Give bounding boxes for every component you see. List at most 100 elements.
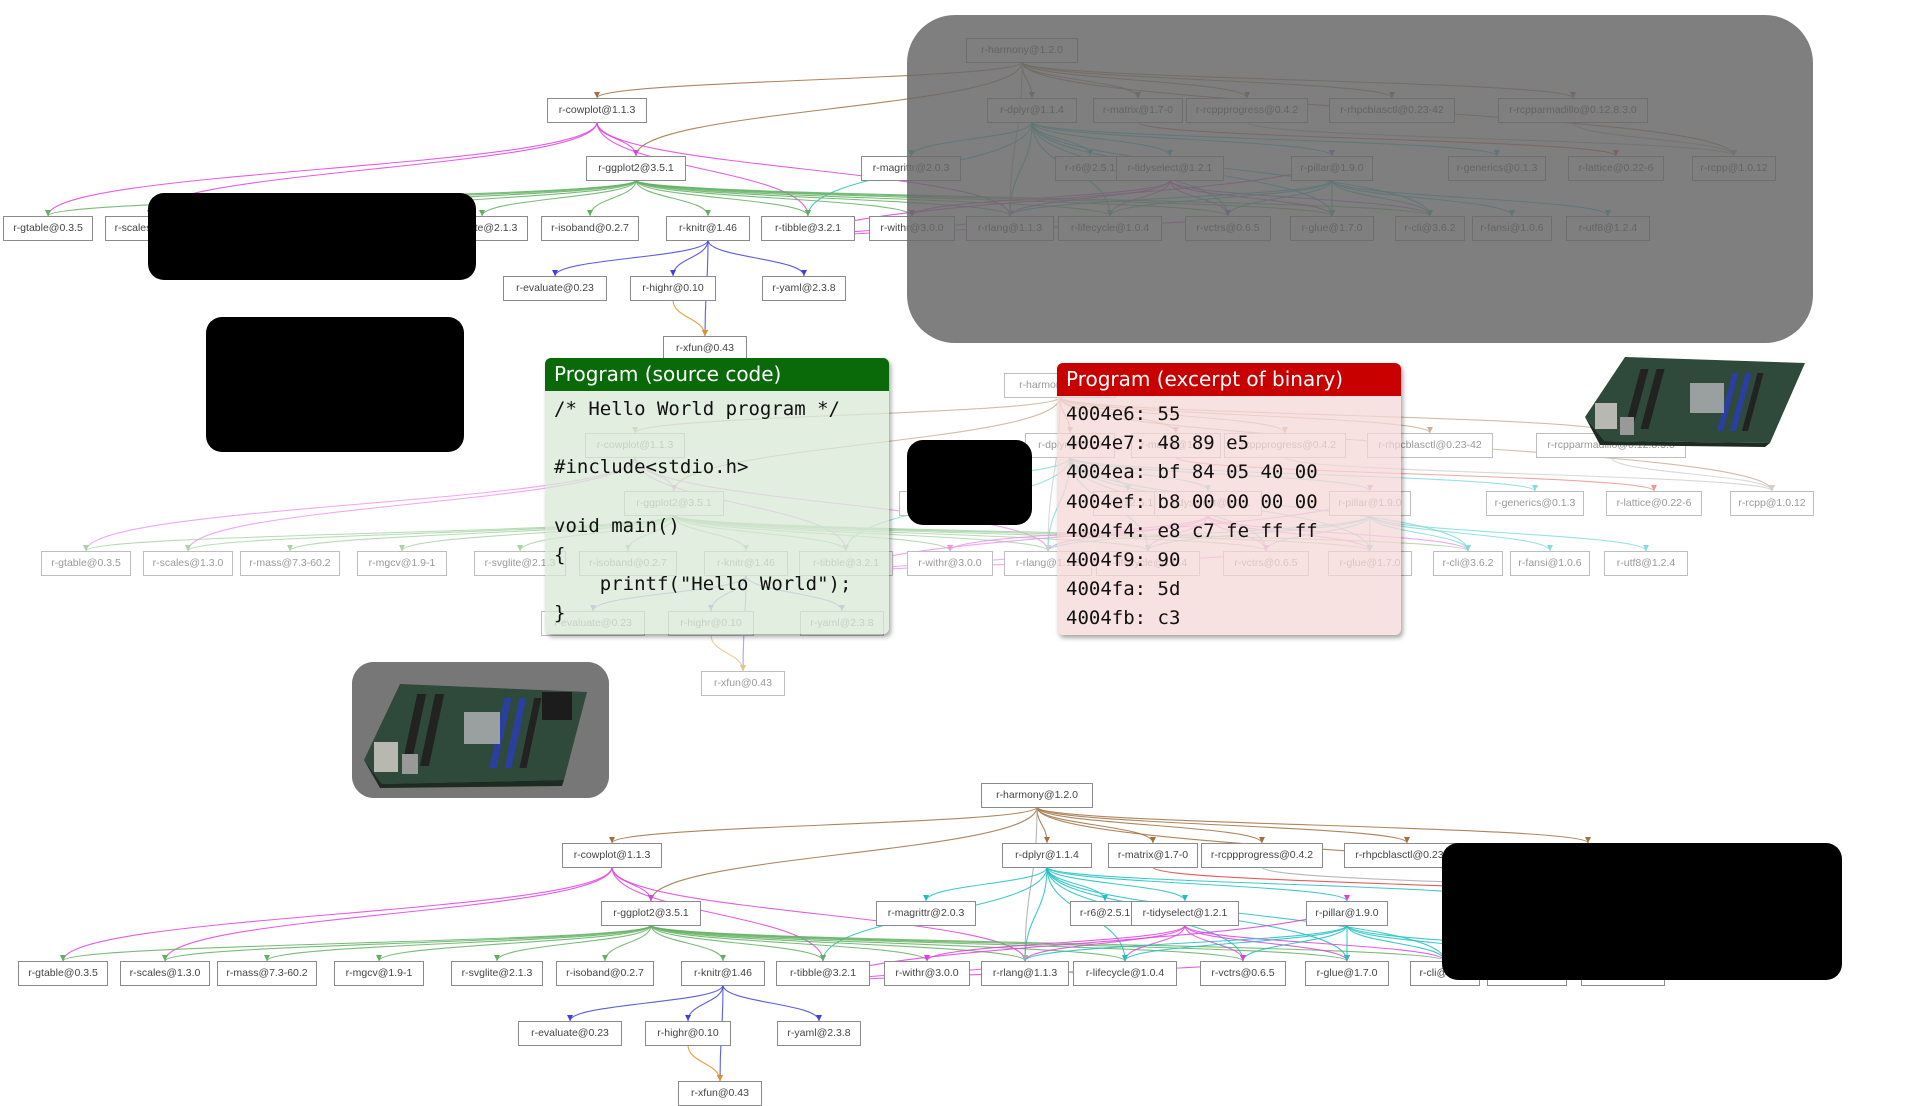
graph-edge xyxy=(378,924,652,962)
graph-edge-arrowhead xyxy=(1585,837,1591,843)
graph-edge-arrowhead xyxy=(594,92,600,98)
graph-edge xyxy=(925,866,1048,902)
graph-node-yaml: r-yaml@2.3.8 xyxy=(777,1021,861,1046)
graph-edge xyxy=(1024,924,1186,962)
binary-panel: Program (excerpt of binary) 4004e6: 55 4… xyxy=(1057,363,1401,635)
graph-node-evaluate: r-evaluate@0.23 xyxy=(518,1021,622,1046)
graph-edge xyxy=(1242,924,1348,962)
graph-edge-arrowhead xyxy=(83,545,89,551)
graph-edge xyxy=(496,924,652,962)
redaction-box-4 xyxy=(1442,843,1842,980)
graph-node-cli: r-cli@3.6.2 xyxy=(1433,551,1503,576)
graph-node-lifecycle: r-lifecycle@1.0.4 xyxy=(1073,961,1177,986)
graph-edges xyxy=(60,806,1752,1082)
graph-node-r6: r-r6@2.5.1 xyxy=(1070,901,1140,926)
graph-edge xyxy=(1184,924,1446,962)
graph-edge-arrowhead xyxy=(670,270,676,276)
redaction-box-3 xyxy=(907,440,1032,525)
graph-node-isoband: r-isoband@0.2.7 xyxy=(541,216,639,241)
graph-edge-arrowhead xyxy=(685,1015,691,1021)
graph-edge xyxy=(707,239,805,277)
graph-edge xyxy=(47,121,598,217)
graph-edge-arrowhead xyxy=(1022,955,1028,961)
binary-panel-title: Program (excerpt of binary) xyxy=(1057,363,1401,396)
graph-edge-arrowhead xyxy=(376,955,382,961)
graph-node-cowplot: r-cowplot@1.1.3 xyxy=(547,98,647,123)
graph-edge xyxy=(164,866,613,962)
graph-node-glue: r-glue@1.7.0 xyxy=(1305,961,1389,986)
motherboard-image xyxy=(1565,345,1820,450)
graph-node-scales: r-scales@1.3.0 xyxy=(120,961,210,986)
graph-edge xyxy=(164,924,652,962)
graph-node-xfun: r-xfun@0.43 xyxy=(678,1081,762,1106)
graph-edge-arrowhead xyxy=(1547,545,1553,551)
graph-edge xyxy=(650,924,824,962)
graph-node-ggplot2: r-ggplot2@3.5.1 xyxy=(601,901,701,926)
graph-node-gtable: r-gtable@0.3.5 xyxy=(18,961,108,986)
graph-node-withr: r-withr@3.0.0 xyxy=(907,551,993,576)
graph-node-withr: r-withr@3.0.0 xyxy=(884,961,970,986)
graph-node-mgcv: r-mgcv@1.9-1 xyxy=(357,551,447,576)
graph-node-rlang: r-rlang@1.1.3 xyxy=(981,961,1069,986)
graph-edge xyxy=(926,924,1186,962)
graph-edge-arrowhead xyxy=(399,545,405,551)
graph-edge-arrowhead xyxy=(609,837,615,843)
graph-node-xfun: r-xfun@0.43 xyxy=(701,671,785,696)
graph-node-knitr: r-knitr@1.46 xyxy=(681,961,765,986)
graph-edge-arrowhead xyxy=(1769,485,1775,491)
graph-edge xyxy=(1036,806,1589,844)
graph-edge xyxy=(650,924,928,962)
graph-edge xyxy=(1184,924,1348,962)
graph-edge xyxy=(1024,806,1038,962)
graph-node-cowplot: r-cowplot@1.1.3 xyxy=(562,843,662,868)
graph-edge-arrowhead xyxy=(494,955,500,961)
graph-edge-arrowhead xyxy=(1122,955,1128,961)
graph-edge xyxy=(1046,866,1186,902)
graph-edge xyxy=(62,924,652,962)
graph-edge xyxy=(635,179,913,217)
graph-edge xyxy=(596,121,637,157)
motherboard-image xyxy=(352,662,609,798)
graph-node-rcpp: r-rcpp@1.0.12 xyxy=(1730,491,1814,516)
graph-node-pillar: r-pillar@1.9.0 xyxy=(1306,901,1388,926)
source-code-panel: Program (source code) /* Hello World pro… xyxy=(545,358,889,634)
graph-edge-arrowhead xyxy=(1044,837,1050,843)
graph-node-isoband: r-isoband@0.2.7 xyxy=(556,961,654,986)
graph-node-mass: r-mass@7.3-60.2 xyxy=(217,961,317,986)
graph-node-svglite: r-svglite@2.1.3 xyxy=(451,961,543,986)
graph-node-tibble: r-tibble@3.2.1 xyxy=(761,216,855,241)
graph-edge-arrowhead xyxy=(1651,485,1657,491)
graph-edge-arrowhead xyxy=(705,210,711,216)
graph-edge-arrowhead xyxy=(924,955,930,961)
graph-edge-arrowhead xyxy=(1240,955,1246,961)
graph-node-magrittr: r-magrittr@2.0.3 xyxy=(876,901,976,926)
graph-edge-arrowhead xyxy=(947,545,953,551)
graph-edge xyxy=(1369,514,1647,552)
graph-edge xyxy=(611,806,1038,844)
graph-edge-arrowhead xyxy=(720,955,726,961)
graph-edge xyxy=(1036,806,1408,844)
graph-node-highr: r-highr@0.10 xyxy=(645,1021,731,1046)
graph-node-highr: r-highr@0.10 xyxy=(630,276,716,301)
graph-edge xyxy=(1036,806,1154,844)
graph-edge-arrowhead xyxy=(1465,545,1471,551)
gray-overlay xyxy=(907,15,1813,343)
graph-edge-arrowhead xyxy=(60,955,66,961)
graph-edge-arrowhead xyxy=(45,210,51,216)
graph-edge-arrowhead xyxy=(740,665,746,671)
graph-edge xyxy=(1346,924,1446,962)
graph-node-fansi: r-fansi@1.0.6 xyxy=(1510,551,1590,576)
graph-node-dplyr: r-dplyr@1.1.4 xyxy=(1002,843,1092,868)
binary-listing: 4004e6: 55 4004e7: 48 89 e5 4004ea: bf 8… xyxy=(1066,403,1318,630)
graph-node-tibble: r-tibble@3.2.1 xyxy=(776,961,870,986)
graph-node-scales: r-scales@1.3.0 xyxy=(143,551,233,576)
graph-edge-arrowhead xyxy=(1532,485,1538,491)
graph-edge xyxy=(1610,456,1773,492)
graph-edge xyxy=(650,806,1038,902)
graph-edge xyxy=(62,866,613,962)
graph-node-generics: r-generics@0.1.3 xyxy=(1486,491,1584,516)
graph-node-mass: r-mass@7.3-60.2 xyxy=(240,551,340,576)
graph-edge xyxy=(1024,924,1348,962)
graph-edge xyxy=(1124,924,1348,962)
graph-edge-arrowhead xyxy=(1344,895,1350,901)
